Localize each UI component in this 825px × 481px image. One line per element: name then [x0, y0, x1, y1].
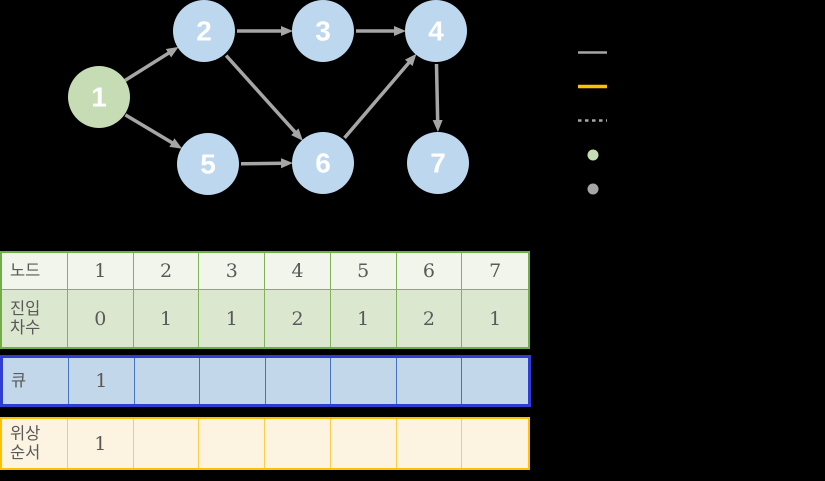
- queue-cell: [266, 358, 332, 404]
- node-6: 6: [292, 132, 354, 194]
- node-cell: 4: [265, 253, 331, 290]
- topo-order-cell: [331, 419, 397, 468]
- node-2: 2: [173, 0, 235, 62]
- row-label-topo-order: 위상 순서: [2, 419, 68, 468]
- row-label-node: 노드: [2, 253, 68, 290]
- nodes-group: 1 2 3 4 5 6 7: [68, 0, 469, 195]
- queue-table: 큐 1: [0, 355, 531, 407]
- node-3: 3: [292, 0, 354, 62]
- topo-order-cell: [134, 419, 200, 468]
- node-7-label: 7: [430, 148, 446, 179]
- node-cell: 7: [462, 253, 528, 290]
- edges-group: [124, 26, 443, 169]
- topo-order-table: 위상 순서 1: [0, 417, 530, 470]
- topo-order-cell: 1: [68, 419, 134, 468]
- legend-start-node-dot-swatch: [587, 149, 599, 161]
- edge-5-6: [240, 158, 293, 169]
- node-cell: 5: [330, 253, 397, 290]
- legend: [578, 51, 607, 195]
- node-cell: 1: [68, 253, 134, 290]
- node-cell: 2: [133, 253, 200, 290]
- queue-cell: [200, 358, 266, 404]
- node-1-label: 1: [91, 82, 107, 113]
- node-5: 5: [177, 133, 239, 195]
- row-label-queue: 큐: [3, 358, 69, 404]
- node-cell: 6: [396, 253, 463, 290]
- node-5-label: 5: [200, 149, 216, 180]
- node-cell: 3: [199, 253, 266, 290]
- node-4-label: 4: [428, 16, 444, 47]
- node-3-label: 3: [315, 16, 331, 47]
- queue-cell: [331, 358, 397, 404]
- queue-cell: [135, 358, 201, 404]
- node-6-label: 6: [315, 148, 331, 179]
- edge-1-5: [124, 113, 183, 149]
- legend-visited-node-dot-swatch: [587, 183, 599, 195]
- topo-order-cell: [265, 419, 331, 468]
- edge-1-2: [124, 46, 179, 82]
- topo-order-cell: [199, 419, 266, 468]
- indegree-cell: 1: [462, 290, 528, 347]
- topo-order-cell: [462, 419, 528, 468]
- node-indegree-table: 노드 1 2 3 4 5 6 7 진입 차수 0 1 1 2 1 2 1: [0, 251, 530, 349]
- queue-cell: [397, 358, 463, 404]
- node-4: 4: [405, 0, 467, 62]
- indegree-cell: 2: [265, 290, 331, 347]
- node-7: 7: [407, 132, 469, 194]
- node-2-label: 2: [196, 16, 212, 47]
- queue-cell: 1: [69, 358, 135, 404]
- topo-order-cell: [397, 419, 463, 468]
- indegree-cell: 0: [68, 290, 134, 347]
- indegree-cell: 1: [133, 290, 200, 347]
- indegree-cell: 1: [330, 290, 397, 347]
- edge-6-4: [343, 53, 417, 140]
- indegree-cell: 2: [396, 290, 463, 347]
- indegree-cell: 1: [199, 290, 266, 347]
- dag-graph-canvas: 1 2 3 4 5 6 7: [68, 0, 607, 195]
- queue-cell: [462, 358, 528, 404]
- edge-4-7: [432, 63, 443, 132]
- row-label-indegree: 진입 차수: [2, 290, 68, 347]
- edge-2-6: [224, 54, 303, 141]
- node-1: 1: [68, 66, 130, 128]
